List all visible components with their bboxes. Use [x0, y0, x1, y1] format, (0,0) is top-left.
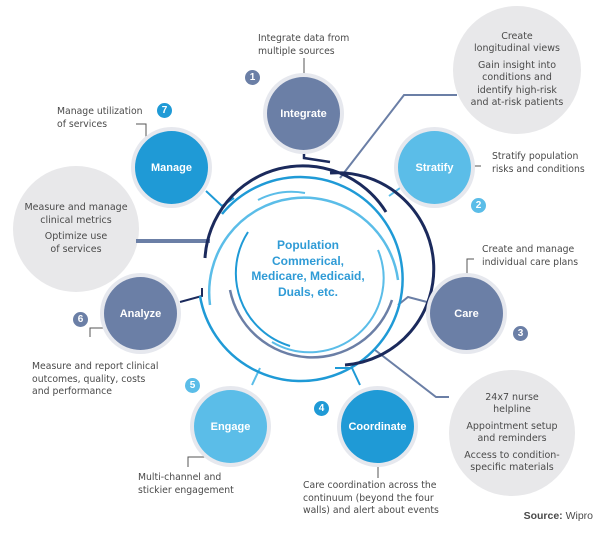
tick-engage [187, 456, 208, 467]
info-bubble-text: 24x7 nurse helpline [485, 391, 539, 416]
step-badge-4: 4 [314, 401, 329, 416]
step-badge-5: 5 [185, 378, 200, 393]
node-label: Manage [151, 161, 192, 174]
description-coordinate: Care coordination across the continuum (… [303, 480, 439, 516]
info-bubble-left: Measure and manage clinical metrics Opti… [13, 166, 139, 292]
node-label: Integrate [280, 107, 327, 120]
node-coordinate: Coordinate [341, 390, 414, 463]
tick-manage [136, 123, 147, 138]
ring-inner-blue [234, 231, 291, 347]
ring-slate [228, 289, 394, 359]
description-integrate: Integrate data from multiple sources [258, 33, 350, 57]
node-label: Coordinate [348, 420, 407, 433]
connector-care [397, 295, 428, 306]
ring-light-blue [207, 196, 400, 306]
ring-inner-light [257, 190, 385, 354]
step-badge-3: 3 [513, 326, 528, 341]
connector-analyze [179, 288, 203, 303]
ring-navy [203, 164, 436, 367]
connector-bottom-right-bubble [374, 349, 449, 398]
description-engage: Multi-channel and stickier engagement [138, 472, 234, 496]
step-badge-1: 1 [245, 70, 260, 85]
info-bubble-top-right: Create longitudinal views Gain insight i… [453, 6, 581, 134]
info-bubble-text: Optimize use of services [44, 231, 108, 255]
connector-top-right-bubble [339, 94, 457, 179]
node-label: Care [454, 307, 479, 320]
info-bubble-text: Access to condition- specific materials [464, 449, 560, 474]
tick-care [466, 258, 474, 275]
node-manage: Manage [135, 131, 208, 204]
node-label: Stratify [415, 161, 454, 174]
source-label: Source: [523, 510, 563, 522]
source-credit: Source: Wipro [524, 510, 593, 522]
info-bubble-text: Gain insight into conditions and identif… [470, 59, 564, 109]
source-value: Wipro [565, 510, 593, 522]
node-care: Care [430, 277, 503, 350]
node-engage: Engage [194, 390, 267, 463]
description-care: Create and manage individual care plans [482, 244, 579, 268]
step-badge-7: 7 [157, 103, 172, 118]
description-manage: Manage utilization of services [57, 106, 143, 130]
info-bubble-text: Measure and manage clinical metrics [24, 202, 128, 226]
ring-outer-blue [198, 175, 404, 383]
center-population-label: Population Commerical, Medicare, Medicai… [251, 238, 365, 299]
step-badge-2: 2 [471, 198, 486, 213]
node-label: Analyze [119, 307, 162, 320]
description-stratify: Stratify population risks and conditions [492, 151, 585, 175]
info-bubble-text: Appointment setup and reminders [466, 420, 558, 445]
info-bubble-text: Create longitudinal views [474, 30, 560, 55]
description-analyze: Measure and report clinical outcomes, qu… [32, 361, 159, 397]
node-label: Engage [210, 420, 251, 433]
node-analyze: Analyze [104, 277, 177, 350]
node-stratify: Stratify [398, 131, 471, 204]
node-integrate: Integrate [267, 77, 340, 150]
info-bubble-bottom-right: 24x7 nurse helpline Appointment setup an… [449, 370, 575, 496]
connector-integrate [302, 146, 331, 164]
step-badge-6: 6 [73, 312, 88, 327]
